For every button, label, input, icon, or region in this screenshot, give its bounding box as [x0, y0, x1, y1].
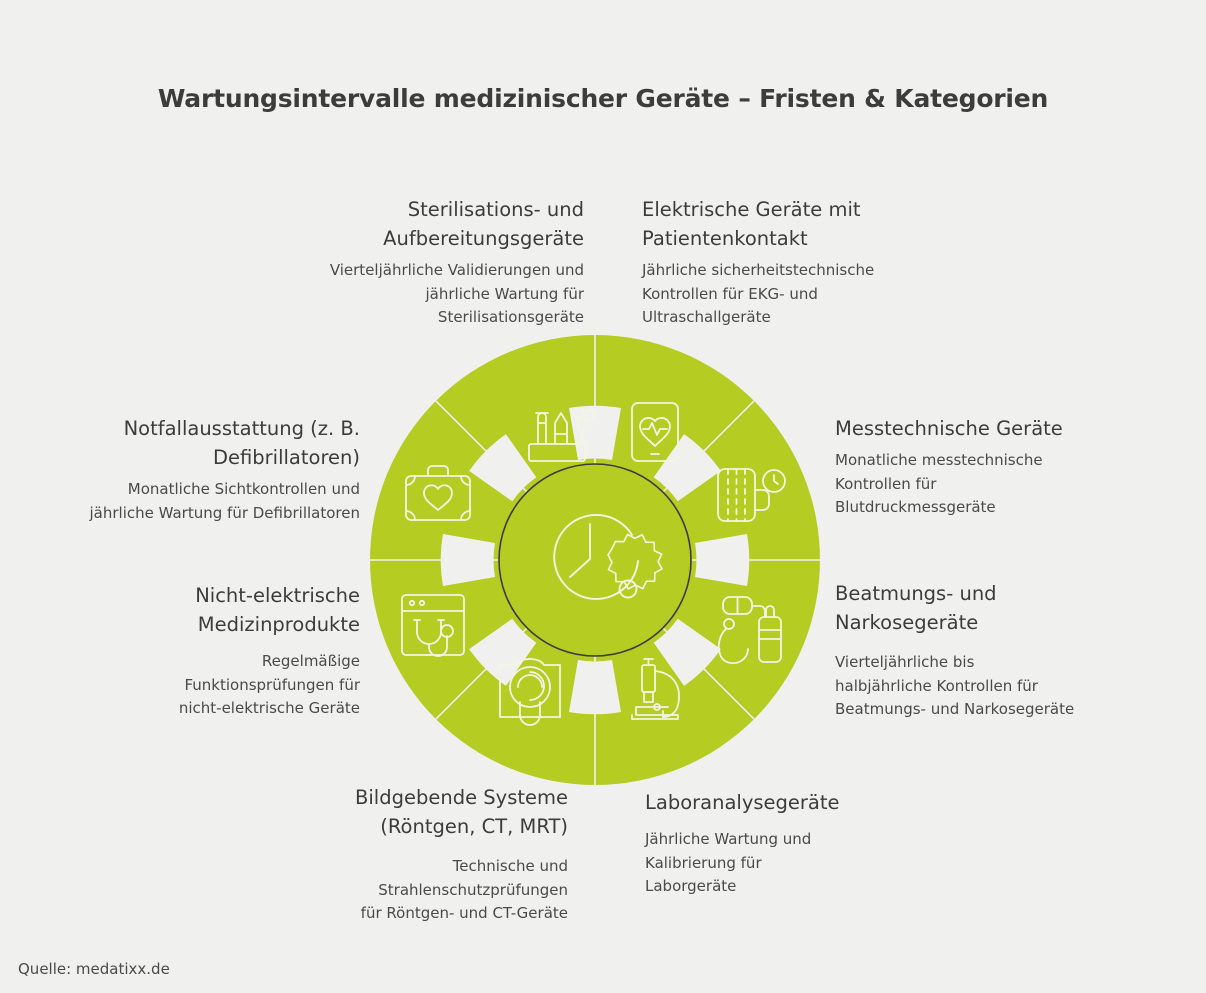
page-title: Wartungsintervalle medizinischer Geräte …	[157, 84, 1049, 113]
label-bildgebend-desc: Technische und Strahlenschutzprüfungen f…	[360, 857, 568, 922]
label-sterilisation: Sterilisations- und Aufbereitungsgeräte …	[284, 195, 584, 330]
label-beatmung-title: Beatmungs- und Narkosegeräte	[835, 582, 997, 634]
label-nichtelektrisch-title: Nicht-elektrische Medizinprodukte	[195, 584, 360, 636]
ecg-monitor-icon	[631, 402, 679, 462]
label-beatmungs-narkosegeraete: Beatmungs- und Narkosegeräte Vierteljähr…	[835, 579, 1115, 722]
label-bildgebend-title: Bildgebende Systeme (Röntgen, CT, MRT)	[355, 786, 568, 838]
label-notfall-title: Notfallausstattung (z. B. Defibrillatore…	[123, 417, 360, 469]
label-bildgebende-systeme: Bildgebende Systeme (Röntgen, CT, MRT) T…	[330, 783, 568, 926]
label-elektrische-desc: Jährliche sicherheitstechnische Kontroll…	[642, 261, 875, 326]
label-laboranalysegeraete: Laboranalysegeräte Jährliche Wartung und…	[645, 788, 895, 899]
label-beatmung-desc: Vierteljährliche bis halbjährliche Kontr…	[835, 653, 1075, 718]
label-sterilisation-title: Sterilisations- und Aufbereitungsgeräte	[383, 198, 584, 250]
label-notfallausstattung: Notfallausstattung (z. B. Defibrillatore…	[58, 414, 361, 525]
label-sterilisation-desc: Vierteljährliche Validierungen und jährl…	[329, 261, 584, 326]
label-messtechnische-geraete: Messtechnische Geräte Monatliche messtec…	[835, 414, 1105, 520]
label-labor-desc: Jährliche Wartung und Kalibrierung für L…	[645, 830, 812, 895]
clock-gear-icon	[553, 514, 663, 600]
label-elektrische-title: Elektrische Geräte mit Patientenkontakt	[642, 198, 861, 250]
blood-pressure-cuff-icon	[717, 468, 786, 522]
segmented-wheel-diagram	[370, 335, 820, 785]
label-messtechnik-title: Messtechnische Geräte	[835, 417, 1063, 440]
ct-scanner-icon	[499, 658, 561, 726]
label-nichtelektrisch-desc: Regelmäßige Funktionsprüfungen für nicht…	[178, 652, 360, 717]
emergency-kit-heart-icon	[405, 465, 471, 521]
label-messtechnik-desc: Monatliche messtechnische Kontrollen für…	[835, 451, 1043, 516]
microscope-icon	[631, 658, 680, 720]
oxygen-mask-cylinder-icon	[717, 596, 782, 665]
stethoscope-window-icon	[401, 594, 465, 657]
label-labor-title: Laboranalysegeräte	[645, 791, 840, 814]
wheel-hub	[498, 463, 692, 657]
label-notfall-desc: Monatliche Sichtkontrollen und jährliche…	[89, 480, 361, 522]
sterilisation-tray-icon	[528, 407, 595, 462]
label-nicht-elektrische-medizinprodukte: Nicht-elektrische Medizinprodukte Regelm…	[150, 581, 360, 721]
label-elektrische-geraete: Elektrische Geräte mit Patientenkontakt …	[642, 195, 942, 330]
source-note: Quelle: medatixx.de	[18, 960, 170, 978]
